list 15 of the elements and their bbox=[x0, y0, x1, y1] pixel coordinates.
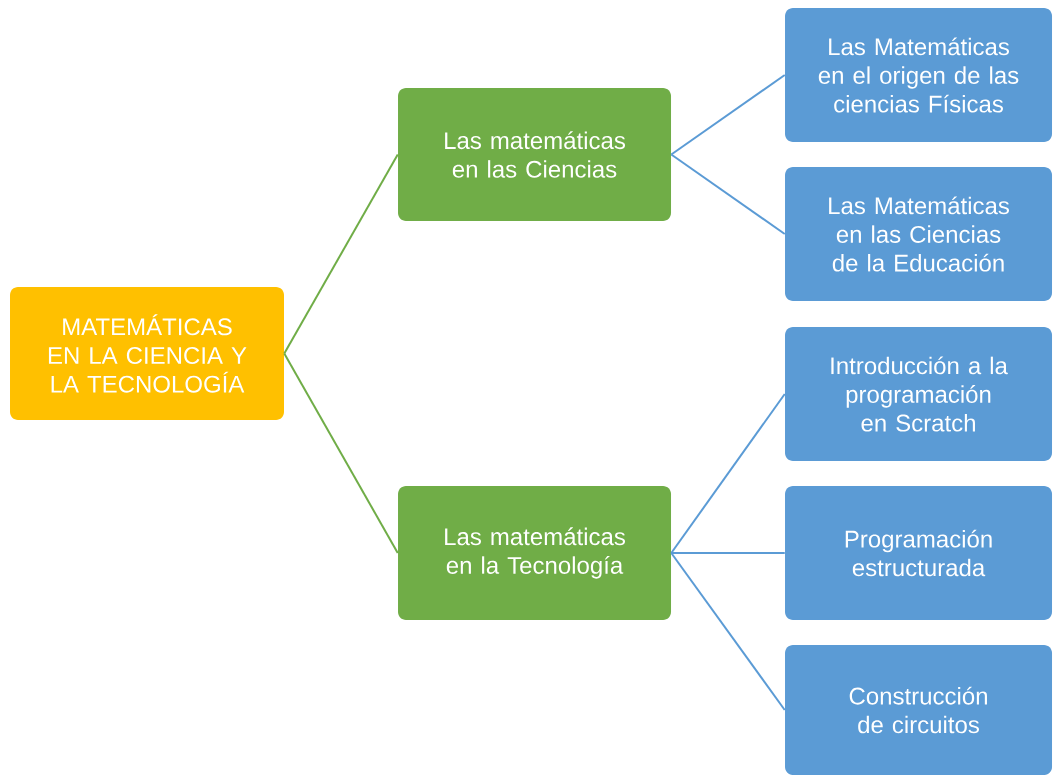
subtopic-box: Las Matemáticas en las Ciencias de la Educación bbox=[785, 167, 1052, 301]
connector-line bbox=[670, 552, 786, 711]
root-box: MATEMÁTICAS EN LA CIENCIA Y LA TECNOLOGÍA bbox=[10, 287, 284, 420]
connector-line bbox=[283, 153, 399, 355]
connector-line bbox=[670, 153, 786, 235]
topic-box: Las matemáticas en las Ciencias bbox=[398, 88, 671, 221]
subtopic-box: Construcción de circuitos bbox=[785, 645, 1052, 775]
subtopic-box: Programación estructurada bbox=[785, 486, 1052, 620]
connector-line bbox=[670, 393, 786, 554]
connector-line bbox=[283, 352, 399, 554]
connector-line bbox=[670, 74, 786, 156]
topic-box: Las matemáticas en la Tecnología bbox=[398, 486, 671, 620]
subtopic-box: Las Matemáticas en el origen de las ciencias Físicas bbox=[785, 8, 1052, 142]
connector-line bbox=[670, 552, 786, 554]
subtopic-box: Introducción a la programación en Scratch bbox=[785, 327, 1052, 461]
